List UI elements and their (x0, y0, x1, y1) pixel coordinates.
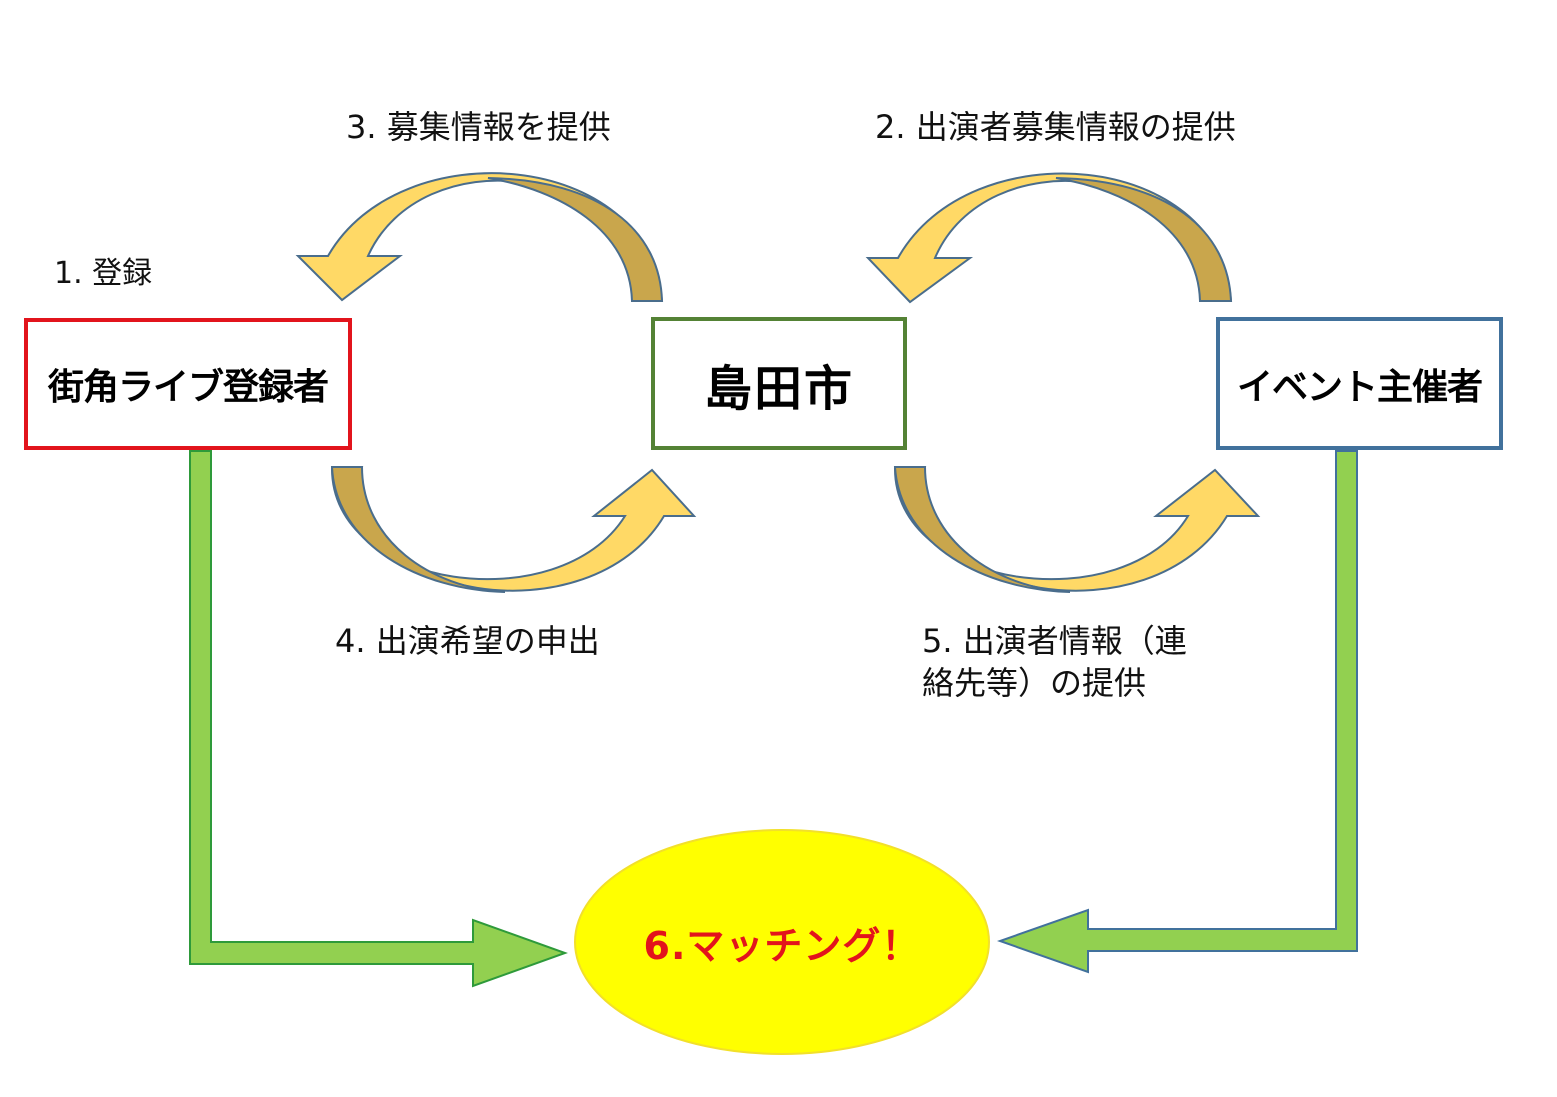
step2-label: 2. 出演者募集情報の提供 (875, 108, 1236, 146)
matching-ellipse (574, 829, 990, 1055)
registrant-label: 街角ライブ登録者 (47, 367, 329, 408)
registrant-box: 街角ライブ登録者 (24, 318, 352, 450)
matching-text-wrap: 6.マッチング！ (575, 830, 989, 1054)
curved-arrow-city-to-organizer (893, 466, 1261, 593)
organizer-label: イベント主催者 (1236, 366, 1483, 408)
matching-label: 6.マッチング！ (643, 923, 921, 968)
step5-label-line2: 絡先等）の提供 (922, 664, 1147, 702)
step3-label: 3. 募集情報を提供 (346, 108, 611, 146)
city-label: 島田市 (703, 360, 854, 417)
green-arrow-registrant-to-matching (189, 450, 568, 988)
step4-label: 4. 出演希望の申出 (335, 622, 600, 660)
step5-label-line1: 5. 出演者情報（連 (922, 622, 1187, 660)
city-box: 島田市 (651, 317, 907, 450)
green-arrow-organizer-to-matching (996, 450, 1358, 974)
organizer-box: イベント主催者 (1216, 317, 1503, 450)
step1-label: 1. 登録 (54, 256, 153, 291)
curved-arrow-registrant-to-city (330, 466, 697, 593)
curved-arrow-city-to-registrant (295, 172, 664, 302)
curved-arrow-organizer-to-city (865, 172, 1233, 304)
